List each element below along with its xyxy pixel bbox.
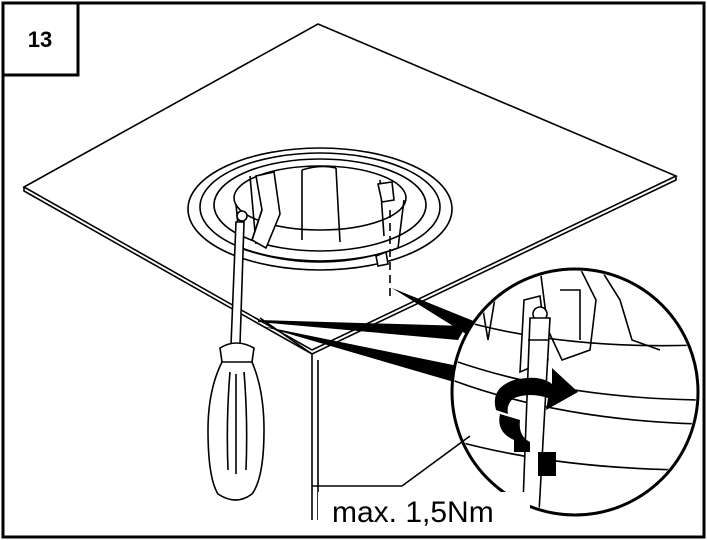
step-number: 13	[28, 27, 52, 52]
rotation-arrow-icon	[494, 368, 578, 476]
downlight-ring	[187, 147, 453, 300]
callout-wedge-shadow	[262, 326, 458, 382]
torque-label: max. 1,5Nm	[332, 496, 494, 529]
torque-leader-line	[401, 435, 471, 487]
step-number-box: 13	[1, 1, 80, 77]
screwdriver	[207, 221, 265, 501]
torque-label-bg	[318, 492, 530, 530]
callout-wedge-upper	[392, 288, 476, 334]
callout-wedge-lower	[258, 320, 466, 340]
detail-magnifier	[450, 267, 700, 517]
